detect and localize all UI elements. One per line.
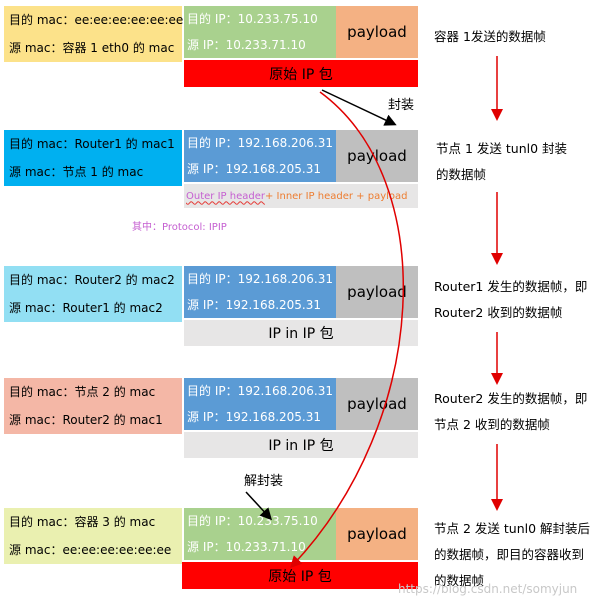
frame4-ip-header: 目的 IP：192.168.206.31 源 IP：192.168.205.31 <box>184 378 336 430</box>
frame1-note: 容器 1发送的数据帧 <box>434 24 546 50</box>
frame5-mac-src: 源 mac：ee:ee:ee:ee:ee:ee <box>9 543 172 557</box>
decap-arrow <box>245 491 273 521</box>
watermark: https://blog.csdn.net/somyjun <box>398 582 578 596</box>
frame4-ip-src: 源 IP：192.168.205.31 <box>187 410 322 424</box>
frame2-packet-structure: Outer IP header + Inner IP header + payl… <box>184 184 418 208</box>
frame1-original-ip-packet: 原始 IP 包 <box>184 60 418 87</box>
frame3-mac-src: 源 mac：Router1 的 mac2 <box>9 301 163 315</box>
frame4-mac-src: 源 mac：Router2 的 mac1 <box>9 413 163 427</box>
frame5-mac-dst: 目的 mac：容器 3 的 mac <box>9 515 156 529</box>
frame3-mac-dst: 目的 mac：Router2 的 mac2 <box>9 273 175 287</box>
frame1-mac-dst-text: 目的 mac：ee:ee:ee:ee:ee:ee <box>9 13 184 27</box>
frame1-ip-dst: 目的 IP：10.233.75.10 <box>187 12 318 26</box>
frame3-ip-in-ip-packet: IP in IP 包 <box>184 320 418 346</box>
frame3-ip-dst: 目的 IP：192.168.206.31 <box>187 272 334 286</box>
frame1-note-line1: 容器 1发送的数据帧 <box>434 29 546 44</box>
frame3-note: Router1 发生的数据帧，即 Router2 收到的数据帧 <box>434 274 587 326</box>
frame2-mac: 目的 mac：Router1 的 mac1 源 mac：节点 1 的 mac <box>4 130 182 186</box>
frame2-inner-header-payload: + Inner IP header + payload <box>264 190 408 202</box>
frame5-mac: 目的 mac：容器 3 的 mac 源 mac：ee:ee:ee:ee:ee:e… <box>4 508 182 564</box>
frame5-payload: payload <box>336 508 418 560</box>
frame3-note-line2: Router2 收到的数据帧 <box>434 305 563 320</box>
frame5-note-line3: 的数据帧 <box>434 573 485 588</box>
frame1: 目的 mac：ee:ee:ee:ee:ee:ee 源 mac：容器 1 eth0… <box>0 0 615 90</box>
frame2-mac-src: 源 mac：节点 1 的 mac <box>9 165 144 179</box>
frame2-outer-ip-header: Outer IP header <box>186 190 265 202</box>
frame1-mac-src: 源 mac：容器 1 eth0 的 mac <box>9 41 175 55</box>
packet-path-arrow <box>289 91 404 569</box>
frame2-ip-dst: 目的 IP：192.168.206.31 <box>187 136 334 150</box>
frame5-note: 节点 2 发送 tunl0 解封装后 的数据帧，即目的容器收到 的数据帧 <box>434 516 590 594</box>
frame1-payload: payload <box>336 6 418 58</box>
frame5-note-line2: 的数据帧，即目的容器收到 <box>434 547 585 562</box>
protocol-label: 其中：Protocol: IPIP <box>132 222 227 233</box>
frame3-ip-src: 源 IP：192.168.205.31 <box>187 298 322 312</box>
frame5-ip-src: 源 IP：10.233.71.10 <box>187 540 306 554</box>
encap-label: 封装 <box>388 98 415 113</box>
frame4-mac-dst: 目的 mac：节点 2 的 mac <box>9 385 156 399</box>
frame2-ip-header: 目的 IP：192.168.206.31 源 IP：192.168.205.31 <box>184 130 336 182</box>
frame1-ip-header: 目的 IP：10.233.75.10 源 IP：10.233.71.10 <box>184 6 336 58</box>
frame4-mac: 目的 mac：节点 2 的 mac 源 mac：Router2 的 mac1 <box>4 378 182 434</box>
decap-label: 解封装 <box>244 474 284 489</box>
frame4-ip-in-ip-packet: IP in IP 包 <box>184 432 418 458</box>
frame4-note-line1: Router2 发生的数据帧，即 <box>434 391 588 406</box>
frame2-payload: payload <box>336 130 418 182</box>
frame3-ip-header: 目的 IP：192.168.206.31 源 IP：192.168.205.31 <box>184 266 336 318</box>
frame1-mac-dst: 目的 mac：ee:ee:ee:ee:ee:ee 源 mac：容器 1 eth0… <box>4 6 184 62</box>
frame2-mac-dst: 目的 mac：Router1 的 mac1 <box>9 137 175 151</box>
frame5-note-line1: 节点 2 发送 tunl0 解封装后 <box>434 521 591 536</box>
frame4-payload: payload <box>336 378 418 430</box>
frame2-note: 节点 1 发送 tunl0 封装 的数据帧 <box>436 136 567 188</box>
encap-arrow <box>321 89 397 126</box>
frame4-note: Router2 发生的数据帧，即 节点 2 收到的数据帧 <box>434 386 587 438</box>
frame5-ip-dst: 目的 IP：10.233.75.10 <box>187 514 318 528</box>
frame3-payload: payload <box>336 266 418 318</box>
frame1-ip-src: 源 IP：10.233.71.10 <box>187 38 306 52</box>
frame3-mac: 目的 mac：Router2 的 mac2 源 mac：Router1 的 ma… <box>4 266 182 322</box>
frame4-ip-dst: 目的 IP：192.168.206.31 <box>187 384 334 398</box>
frame2-note-line2: 的数据帧 <box>436 167 487 182</box>
frame2-ip-src: 源 IP：192.168.205.31 <box>187 162 322 176</box>
frame3-note-line1: Router1 发生的数据帧，即 <box>434 279 588 294</box>
frame2-note-line1: 节点 1 发送 tunl0 封装 <box>436 141 568 156</box>
frame4-note-line2: 节点 2 收到的数据帧 <box>434 417 550 432</box>
